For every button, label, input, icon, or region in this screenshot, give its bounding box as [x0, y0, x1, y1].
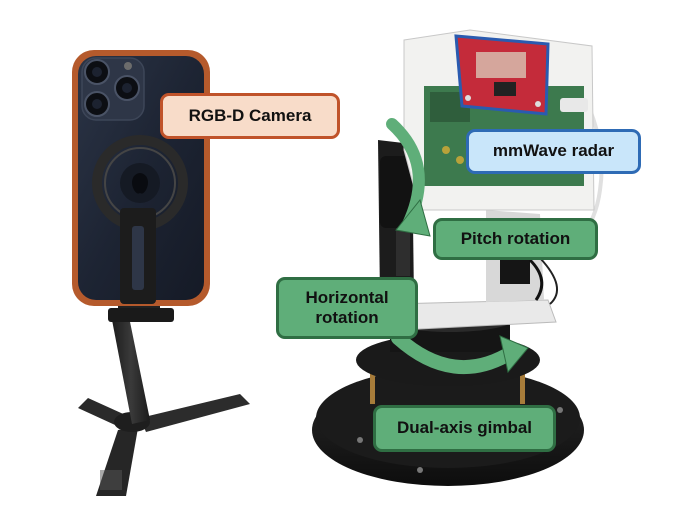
phone-stand: [78, 300, 250, 496]
horizontal-rotation-arrow: [391, 331, 529, 375]
phone: [72, 50, 210, 306]
horizontal-rotation-label-line1: Horizontal: [305, 287, 389, 307]
tripod-leg-right: [140, 394, 250, 432]
stand-arm-lower: [112, 312, 150, 424]
apple-logo: [132, 173, 148, 194]
mmwave-radar-label: mmWave radar: [466, 129, 641, 174]
horizontal-rotation-label-line2: rotation: [315, 308, 379, 327]
pitch-rotation-arrow: [386, 118, 431, 237]
horizontal-rotation-label: Horizontal rotation: [276, 277, 418, 339]
pitch-rotation-label: Pitch rotation: [433, 218, 598, 260]
dual-axis-gimbal-label: Dual-axis gimbal: [373, 405, 556, 452]
rgbd-camera-label: RGB-D Camera: [160, 93, 340, 139]
